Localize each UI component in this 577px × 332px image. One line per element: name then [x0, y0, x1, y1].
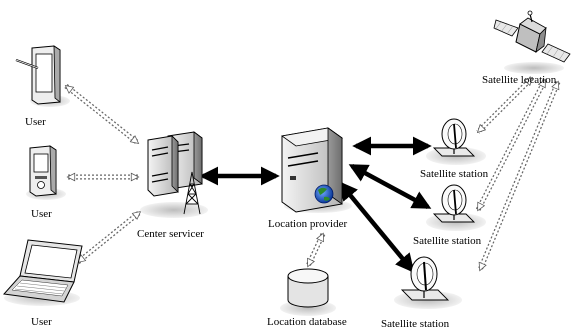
satellite-icon [493, 10, 571, 74]
link-satellite-station-3 [477, 82, 561, 270]
satellite-dish-icon [426, 184, 486, 231]
database-icon [280, 268, 336, 316]
server-rack-icon [140, 131, 208, 218]
laptop-icon [3, 239, 83, 306]
satellite-location-label: Satellite location [482, 74, 557, 86]
link-user-laptop-center [76, 210, 142, 264]
satellite-station-label: Satellite station [413, 235, 482, 247]
user-label: User [31, 208, 52, 220]
link-layer [64, 76, 561, 273]
pda-stylus-icon [15, 45, 70, 107]
server-globe-icon [280, 127, 352, 213]
satellite-dish-icon [426, 118, 486, 165]
link-user-phone-center [64, 84, 140, 145]
link-provider-station-2 [348, 164, 432, 209]
pda-icon [26, 145, 66, 200]
user-label: User [31, 316, 52, 328]
location-database-label: Location database [267, 316, 347, 328]
link-provider-database [305, 234, 326, 266]
satellite-station-label: Satellite station [420, 168, 489, 180]
center-servicer-label: Center servicer [137, 228, 204, 240]
user-label: User [25, 116, 46, 128]
satellite-station-label: Satellite station [381, 318, 450, 330]
satellite-dish-icon [394, 256, 462, 309]
link-provider-station-3 [338, 181, 415, 273]
location-provider-label: Location provider [268, 218, 348, 230]
